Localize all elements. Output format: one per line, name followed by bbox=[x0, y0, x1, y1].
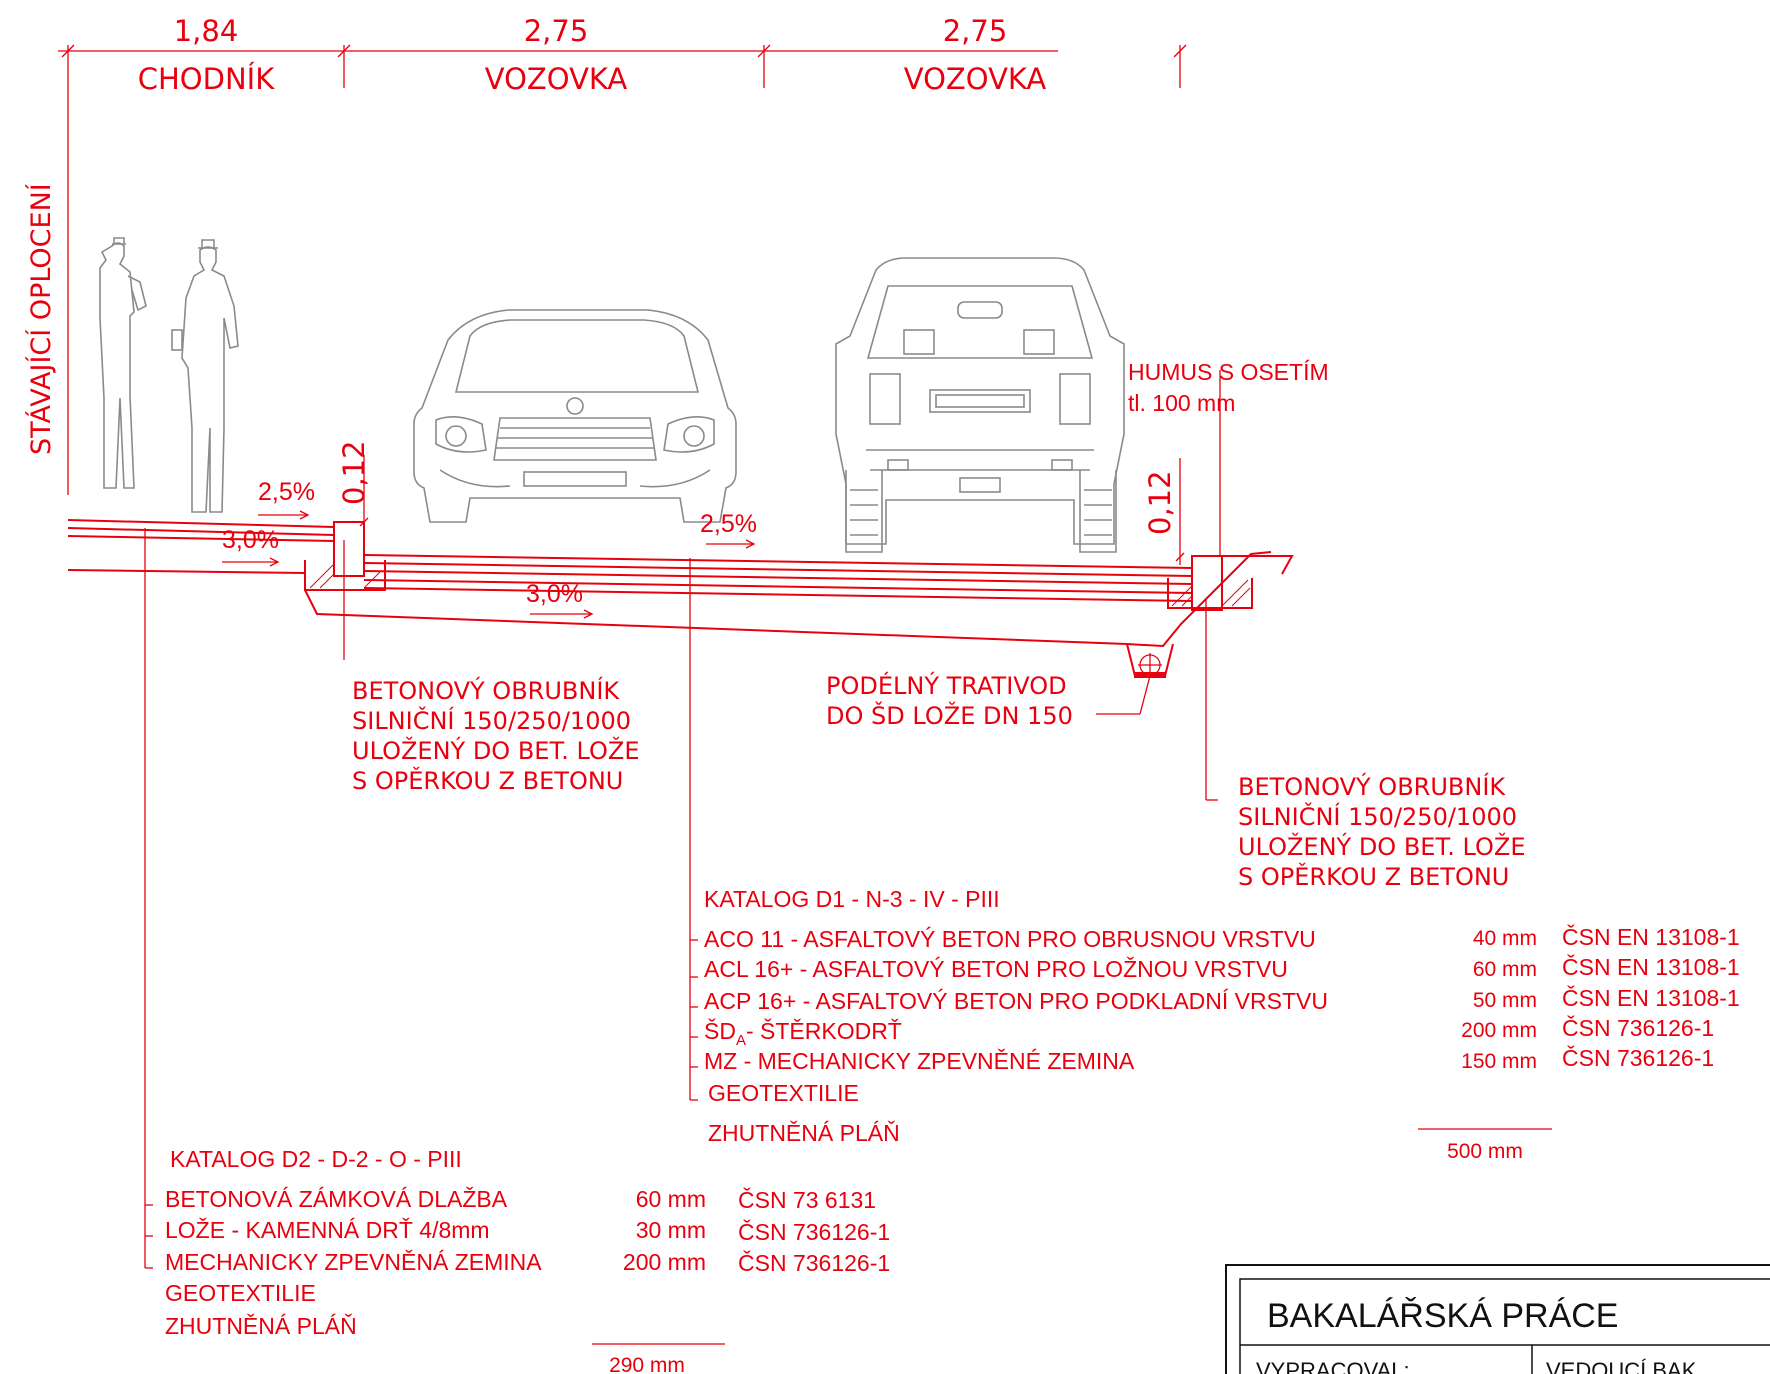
road-catalog-title: KATALOG D1 - N-3 - IV - PIII bbox=[704, 886, 1000, 912]
sidewalk-layer-1-standard: ČSN 73 6131 bbox=[738, 1186, 876, 1213]
lane1-width: 2,75 bbox=[524, 14, 589, 48]
sidewalk-layer-1-name: BETONOVÁ ZÁMKOVÁ DLAŽBA bbox=[165, 1186, 508, 1212]
sidewalk-total-thickness: 290 mm bbox=[609, 1354, 685, 1374]
title-block-supervisor: VEDOUCÍ BAK bbox=[1546, 1358, 1697, 1374]
road-layer-1-standard: ČSN EN 13108-1 bbox=[1562, 923, 1740, 950]
road-layer-5-standard: ČSN 736126-1 bbox=[1562, 1044, 1714, 1071]
sedan-car bbox=[413, 309, 737, 523]
road-subgrade: ZHUTNĚNÁ PLÁŇ bbox=[708, 1120, 900, 1146]
slope-sidewalk-base: 3,0% bbox=[222, 526, 279, 554]
sidewalk-label: CHODNÍK bbox=[138, 62, 275, 96]
pavement-structure bbox=[67, 519, 1294, 678]
title-block bbox=[1225, 1264, 1770, 1374]
leader-lines bbox=[144, 528, 1218, 1269]
road-layer-4-standard: ČSN 736126-1 bbox=[1562, 1014, 1714, 1041]
curb-left-line3: ULOŽENÝ DO BET. LOŽE bbox=[352, 736, 640, 765]
lane2-width: 2,75 bbox=[943, 14, 1008, 48]
sidewalk-catalog-title: KATALOG D2 - D-2 - O - PIII bbox=[170, 1146, 462, 1172]
road-layer-2-name: ACL 16+ - ASFALTOVÝ BETON PRO LOŽNOU VRS… bbox=[704, 956, 1288, 982]
dimension-chain bbox=[58, 44, 1187, 495]
road-layer-4-thickness: 200 mm bbox=[1461, 1019, 1537, 1042]
title-block-prepared-by: VYPRACOVAL: bbox=[1256, 1358, 1410, 1374]
curb-left-line4: S OPĚRKOU Z BETONU bbox=[352, 766, 623, 795]
humus-line2: tl. 100 mm bbox=[1128, 390, 1235, 416]
sidewalk-layer-2-thickness: 30 mm bbox=[636, 1217, 706, 1243]
sidewalk-layer-2-name: LOŽE - KAMENNÁ DRŤ 4/8mm bbox=[165, 1217, 490, 1243]
road-geotextile: GEOTEXTILIE bbox=[708, 1080, 859, 1106]
sidewalk-layer-2-standard: ČSN 736126-1 bbox=[738, 1218, 890, 1245]
road-layer-2-thickness: 60 mm bbox=[1473, 958, 1537, 981]
sidewalk-width: 1,84 bbox=[174, 14, 239, 48]
suv-car bbox=[835, 257, 1125, 553]
curb-height-right: 0,12 bbox=[1143, 470, 1177, 535]
curb-left-line1: BETONOVÝ OBRUBNÍK bbox=[352, 676, 620, 705]
road-layer-5-name: MZ - MECHANICKY ZPEVNĚNÉ ZEMINA bbox=[704, 1048, 1135, 1074]
curb-height-dims bbox=[359, 455, 1185, 565]
pedestrian-figures bbox=[99, 237, 239, 513]
road-layer-2-standard: ČSN EN 13108-1 bbox=[1562, 953, 1740, 980]
sidewalk-layer-3-thickness: 200 mm bbox=[623, 1249, 706, 1275]
curb-right-line3: ULOŽENÝ DO BET. LOŽE bbox=[1238, 832, 1526, 861]
sidewalk-subgrade: ZHUTNĚNÁ PLÁŇ bbox=[165, 1313, 357, 1339]
road-layer-1-thickness: 40 mm bbox=[1473, 927, 1537, 950]
sidewalk-layer-1-thickness: 60 mm bbox=[636, 1186, 706, 1212]
road-layer-3-standard: ČSN EN 13108-1 bbox=[1562, 984, 1740, 1011]
sidewalk-layer-3-name: MECHANICKY ZPEVNĚNÁ ZEMINA bbox=[165, 1249, 542, 1275]
road-layer-1-name: ACO 11 - ASFALTOVÝ BETON PRO OBRUSNOU VR… bbox=[704, 926, 1316, 952]
drain-line1: PODÉLNÝ TRATIVOD bbox=[826, 671, 1067, 700]
curb-left-line2: SILNIČNÍ 150/250/1000 bbox=[352, 705, 631, 735]
drain-line2: DO ŠD LOŽE DN 150 bbox=[826, 700, 1073, 730]
humus-line1: HUMUS S OSETÍM bbox=[1128, 359, 1329, 385]
sidewalk-layer-3-standard: ČSN 736126-1 bbox=[738, 1249, 890, 1276]
sidewalk-geotextile: GEOTEXTILIE bbox=[165, 1280, 316, 1306]
lane2-label: VOZOVKA bbox=[904, 62, 1047, 96]
curb-right-line4: S OPĚRKOU Z BETONU bbox=[1238, 862, 1509, 891]
road-layer-3-name: ACP 16+ - ASFALTOVÝ BETON PRO PODKLADNÍ … bbox=[704, 988, 1328, 1014]
fence-label: STÁVAJÍCÍ OPLOCENÍ bbox=[25, 183, 57, 455]
road-total-thickness: 500 mm bbox=[1447, 1140, 1523, 1163]
slope-road-top: 2,5% bbox=[700, 510, 757, 538]
road-layer-4-name: ŠDA- ŠTĚRKODRŤ bbox=[704, 1017, 902, 1049]
curb-height-left: 0,12 bbox=[337, 440, 371, 505]
slope-sidewalk-top: 2,5% bbox=[258, 478, 315, 506]
slope-road-base: 3,0% bbox=[526, 580, 583, 608]
road-layer-5-thickness: 150 mm bbox=[1461, 1050, 1537, 1073]
curb-right-line2: SILNIČNÍ 150/250/1000 bbox=[1238, 801, 1517, 831]
curb-right-line1: BETONOVÝ OBRUBNÍK bbox=[1238, 772, 1506, 801]
lane1-label: VOZOVKA bbox=[485, 62, 628, 96]
title-block-title: BAKALÁŘSKÁ PRÁCE bbox=[1267, 1297, 1618, 1335]
road-layer-3-thickness: 50 mm bbox=[1473, 989, 1537, 1012]
